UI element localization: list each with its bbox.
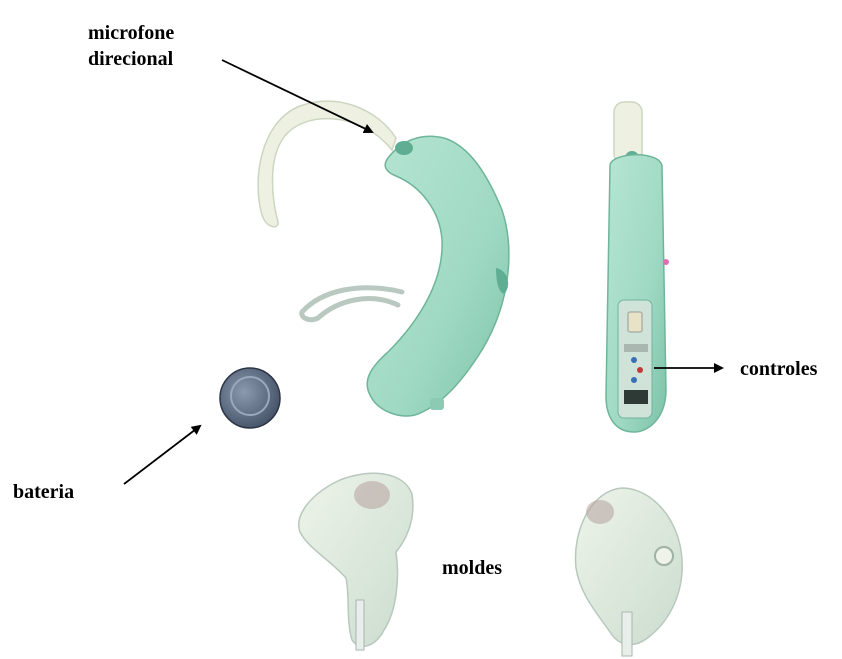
label-controls: controles [740,356,817,382]
cord [302,288,402,320]
hearing-aid-side-view [258,101,509,416]
device-body [367,136,509,416]
label-molds: moldes [412,538,530,598]
arrow-battery [124,426,200,484]
label-microphone-line1: microfone [88,20,174,46]
ear-mold-right [575,488,682,656]
label-microphone: microfone direcional [88,20,174,72]
ear-mold-left [299,473,413,650]
hearing-aid-edge-view [606,102,669,432]
label-battery: bateria [13,479,74,505]
microphone-port [395,141,413,155]
label-microphone-line2: direcional [88,46,174,72]
battery [220,368,280,428]
ear-hook [258,101,396,227]
